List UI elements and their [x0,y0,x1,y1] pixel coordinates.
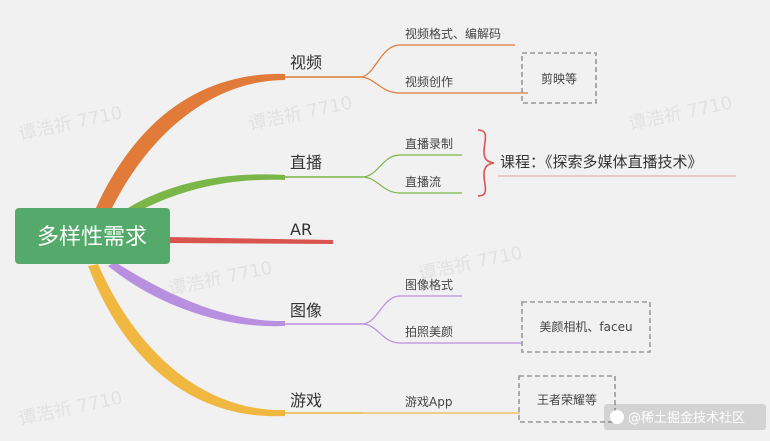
note-image: 美颜相机、faceu [539,319,632,334]
watermark-text: 谭浩祈 7710 [247,92,355,134]
root-box [15,208,170,264]
curly-brace [477,129,495,197]
note-video: 剪映等 [541,71,577,86]
branch-label-live: 直播 [290,153,322,172]
note-box-video [521,52,597,104]
note-box-image [521,301,651,353]
brand-footer: @稀土掘金技术社区 [604,404,766,430]
branch-label-game: 游戏 [290,391,322,410]
connector-image-format [361,295,462,325]
course-annotation: 课程：《探索多媒体直播技术》 [477,129,736,197]
main-branches [88,73,333,417]
leaf-labels: 视频格式、编解码 视频创作 直播录制 直播流 图像格式 拍照美颜 游戏App [405,26,501,409]
root-label: 多样性需求 [37,225,147,250]
branch-label-video: 视频 [290,53,322,72]
watermark-text: 谭浩祈 7710 [17,102,125,144]
leaf-video-format: 视频格式、编解码 [405,26,501,41]
note-game: 王者荣耀等 [537,393,597,407]
leaf-video-create: 视频创作 [405,74,453,89]
juejin-logo-icon [610,410,624,424]
leaf-image-beauty: 拍照美颜 [405,324,453,339]
brand-label: @稀土掘金技术社区 [628,410,745,426]
leaf-live-stream: 直播流 [405,175,441,189]
root-node: 多样性需求 [15,208,170,264]
watermark-text: 谭浩祈 7710 [17,387,125,429]
connector-image-beauty [361,323,522,344]
watermark-text: 谭浩祈 7710 [627,92,735,134]
branch-curve-ar [168,237,333,244]
leaf-image-format: 图像格式 [405,277,453,292]
branch-labels: 视频 直播 AR 图像 游戏 [290,53,322,410]
watermark-text: 谭浩祈 7710 [167,257,275,299]
connector-video-create [359,76,528,94]
branch-curve-video [95,73,285,212]
branch-curve-game [88,264,285,417]
branch-curve-image [108,262,285,327]
connector-video-format [359,44,515,78]
leaf-live-record: 直播录制 [405,137,453,151]
note-box-game [518,375,616,423]
brand-backdrop [604,404,766,430]
note-boxes: 剪映等 美颜相机、faceu 王者荣耀等 [518,52,651,423]
leaf-connectors [359,44,528,414]
course-label: 课程：《探索多媒体直播技术》 [500,153,703,171]
branch-curve-live [120,174,285,217]
connector-live-stream [361,176,462,194]
branch-label-ar: AR [290,220,312,239]
branch-underlines [285,76,362,414]
branch-label-image: 图像 [290,301,322,320]
leaf-game-app: 游戏App [405,395,452,409]
connector-live-record [361,154,462,178]
